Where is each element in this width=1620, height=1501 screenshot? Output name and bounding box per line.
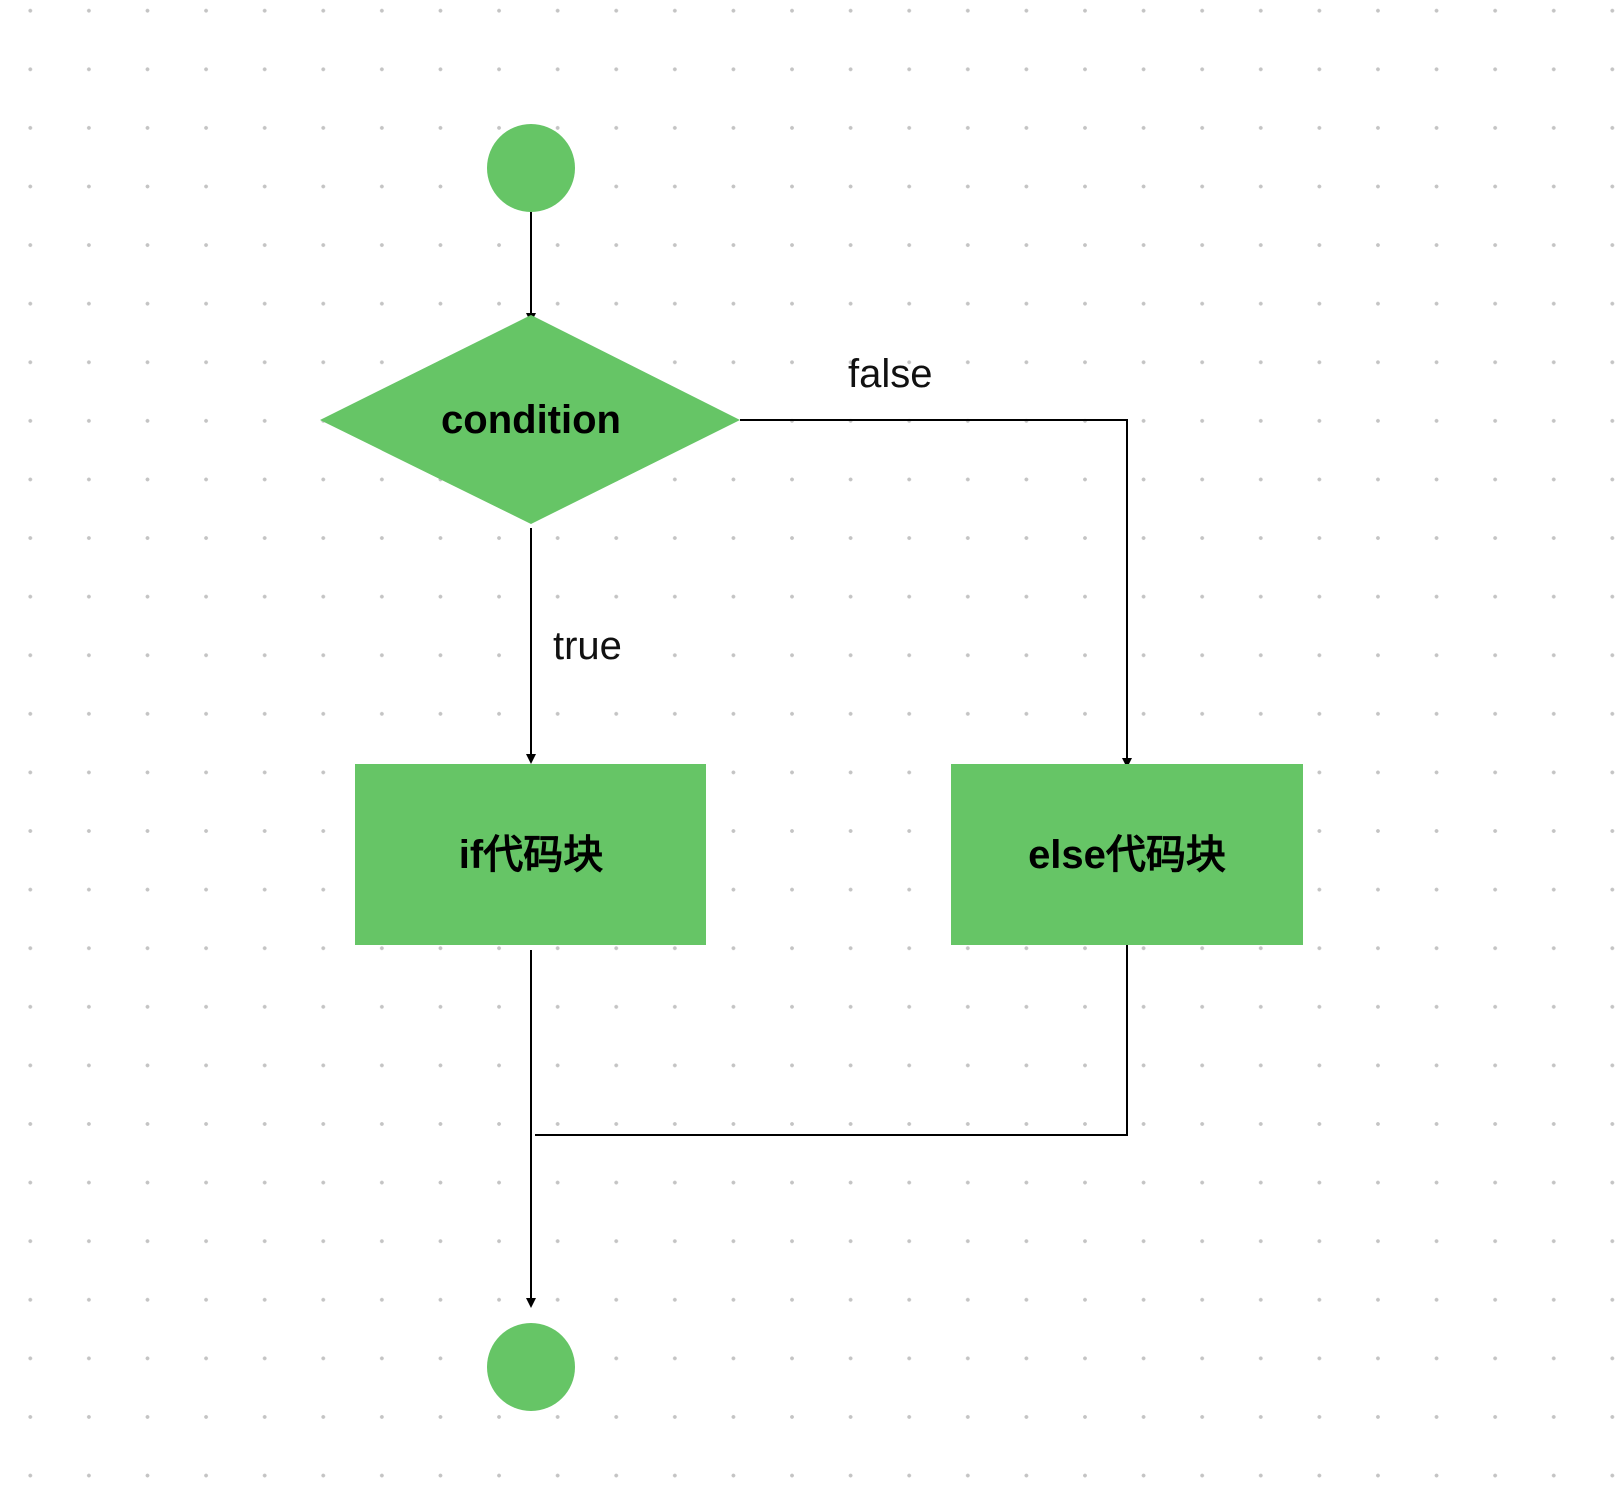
if-block-node[interactable] <box>355 764 706 945</box>
else-block-node[interactable] <box>951 764 1303 945</box>
if-block-label: if代码块 <box>459 833 603 877</box>
else-block-label: else代码块 <box>1028 833 1226 877</box>
end-node[interactable] <box>487 1323 575 1411</box>
true-edge-label: true <box>553 624 622 668</box>
false-edge-label: false <box>848 352 933 396</box>
condition-label: condition <box>441 398 621 442</box>
edge-false-branch[interactable] <box>740 419 1132 768</box>
condition-node[interactable] <box>320 315 740 524</box>
edge-else-merge[interactable] <box>535 945 1128 1136</box>
start-node[interactable] <box>487 124 575 212</box>
